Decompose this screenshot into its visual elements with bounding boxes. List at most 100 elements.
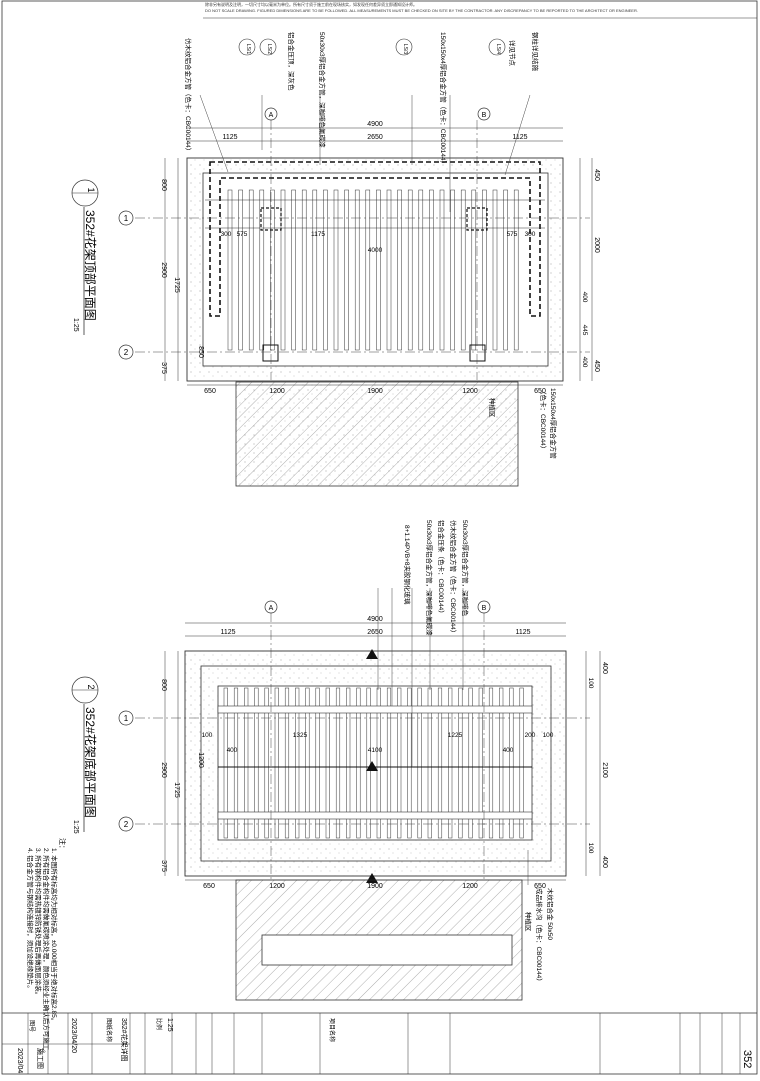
plan1-slat (503, 189, 508, 351)
plan2-beam (217, 811, 533, 820)
plan1-slat (270, 189, 275, 351)
plan2-right-callout: 成品排水沟（色卡：CBC00144） (535, 888, 544, 985)
plan1-slats (205, 189, 545, 351)
tb-sheet-no: 352 (741, 1050, 753, 1068)
plan1-slat (407, 189, 413, 351)
leader-line (504, 94, 531, 176)
tb-sheet-label: 图号 (28, 1020, 35, 1032)
plan2-slat (499, 687, 504, 839)
plan1-roof-outline (209, 161, 541, 317)
plan2-axis-bubble (264, 600, 278, 614)
plan1-bottom-dim: 1200 (462, 388, 478, 395)
plan1-slat (450, 189, 455, 351)
plan2-top-dim: 2650 (367, 629, 383, 636)
plan1-slat (280, 189, 286, 351)
plan1-callout: 钢柱详见结施 (531, 32, 540, 72)
plan1-inner-dim: 575 (507, 231, 518, 238)
plan2-beam (217, 705, 533, 714)
plan2-bottom-dim: 1200 (269, 883, 285, 890)
plan2-callout: 50x30x3厚铝合金方管，深咖啡色 (461, 520, 470, 617)
plan2-slat (223, 687, 228, 839)
detail-marker-label: LS/3 (402, 44, 408, 55)
plan2-right-callout: 木纹铝合金 50x50 (546, 888, 555, 940)
plan2-axis-col-label: B (482, 605, 487, 612)
plan2-callout: 50x30x3厚铝合金方管，深咖啡色氟碳漆 (425, 520, 434, 636)
plan1-ground-dots (236, 382, 518, 486)
notes-heading: 注： (58, 838, 67, 852)
plan2-slat (397, 687, 402, 839)
plan2-number: 2 (86, 684, 96, 689)
plan1-inner-dim: 1175 (311, 231, 325, 238)
plan1-axis-row-label: 1 (124, 214, 129, 223)
tb-scale-label: 比例 (155, 1018, 163, 1030)
plan1-slat (429, 189, 434, 351)
plan1-slat (333, 189, 339, 351)
plan1-overall-width: 4900 (367, 121, 383, 128)
plan2-slat (233, 687, 239, 839)
plan2-bottom-dim: 1200 (462, 883, 478, 890)
plan1-slat (248, 189, 254, 351)
plan1-right-dim: 450 (593, 360, 600, 372)
plan2-overall-width: 4900 (367, 616, 383, 623)
plan1-slat (513, 189, 519, 351)
tb-drawing-title-label: 图纸名称 (105, 1018, 113, 1042)
title-block-columns (27, 1013, 741, 1074)
plan1-slat (482, 189, 487, 351)
plan1-inner-dim: 4000 (368, 247, 383, 254)
plan2-slat (458, 687, 463, 839)
plan1-right-sub-dim: 445 (581, 325, 588, 336)
plan2-right-callout: 种植区 (524, 912, 533, 932)
plan1-slat (238, 189, 243, 351)
plan2-slat (274, 687, 279, 839)
plan1-scale: 1:25 (72, 318, 79, 332)
plan1-left-dim: 2900 (160, 262, 167, 278)
plan2-axis-bubble (118, 710, 134, 726)
plan1-inner-dim: 575 (237, 231, 248, 238)
detail-marker (488, 38, 506, 56)
plan1-axis-bubble (118, 210, 134, 226)
plan2-right-sub-dim: 100 (587, 678, 594, 689)
plan2-slat (254, 687, 259, 839)
plan2-slat (366, 687, 371, 839)
plan1-right-sub-dim: 400 (581, 357, 588, 368)
plan1-left-sub-dim: 1725 (173, 277, 180, 293)
plan2-right-dim: 400 (601, 662, 608, 674)
plan1-callout: 仿木纹铝合金方管（色卡：CBC00144） (184, 38, 193, 154)
plan2-axis-row-label: 1 (124, 714, 129, 723)
plan1-callout-leaders (199, 94, 531, 212)
plan2-left-sub-dim: 1200 (197, 752, 204, 768)
plan2-slat (509, 687, 514, 839)
section-marker (366, 873, 378, 883)
plan2-slat (386, 687, 392, 839)
plan1-top-dim: 1125 (512, 134, 527, 141)
general-note: 除非另有说明及注明，一切尺寸均以毫米为单位。所有尺寸须于施工前在现场核实，如发现… (205, 2, 755, 13)
plan1-column (262, 344, 279, 362)
plan2-callout: 8+1.14PVB+8夹胶钢化玻璃 (403, 525, 412, 605)
plan1-right-dim: 2000 (593, 237, 600, 253)
plan2-slat (264, 687, 269, 839)
plan2-inner-border (200, 665, 552, 862)
detail-marker (395, 38, 413, 56)
plan2-inner-dim: 4100 (368, 747, 383, 754)
plan2-title: 352#花架底部平面图 (83, 707, 98, 818)
plan2-inner-dim: 100 (202, 732, 213, 739)
plan1-top-dim: 1125 (222, 134, 237, 141)
plan1-callout: 50x30x3厚铝合金方管，深咖啡色氟碳漆 (318, 32, 327, 148)
plan1-slat (227, 189, 233, 351)
plan2-slat (519, 687, 524, 839)
plan1-bottom-dim: 650 (204, 388, 216, 395)
plan2-left-sub-dim: 1725 (173, 782, 180, 798)
plan2-slat (284, 687, 290, 839)
plan1-slat (397, 189, 402, 351)
plan1-slat (354, 189, 360, 351)
plan2-slats (223, 687, 524, 839)
plan1-slat (471, 189, 477, 351)
tb-date-2: 2023/04 (16, 1048, 23, 1073)
plan1-slat (312, 189, 318, 351)
note-item: 3. 所有钢构件均需热镀锌防锈处理后再做面层涂装。 (34, 848, 43, 998)
plan2-slat (244, 687, 249, 839)
plan1-left-dim: 375 (160, 362, 167, 374)
note-item: 4. 铝合金方管与钢结构连接时，须加设绝缘垫片。 (26, 848, 35, 992)
plan1-callout: 150x150x4厚铝合金方管（色卡：CBC00144） (439, 32, 448, 167)
